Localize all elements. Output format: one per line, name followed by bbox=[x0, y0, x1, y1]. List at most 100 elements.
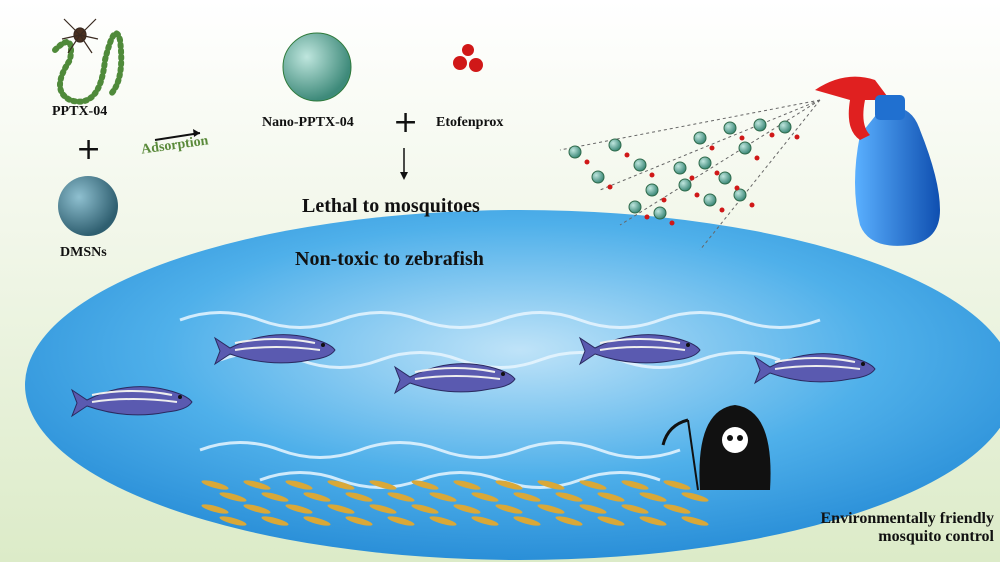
mosquito-larva-icon bbox=[243, 504, 271, 514]
grim-reaper-icon bbox=[661, 405, 771, 491]
nanoparticle-dot bbox=[693, 131, 707, 145]
mosquito-larva-icon bbox=[579, 480, 607, 490]
mosquito-larva-icon bbox=[663, 480, 691, 490]
mosquito-larva-icon bbox=[429, 516, 457, 526]
mosquito-larva-icon bbox=[537, 480, 565, 490]
mosquito-larva-icon bbox=[327, 504, 355, 514]
mosquito-larva-icon bbox=[513, 492, 541, 502]
zebrafish-icon bbox=[70, 386, 193, 418]
etofenprox-dot bbox=[689, 175, 695, 181]
dmsns-label: DMSNs bbox=[60, 245, 107, 260]
mosquito-larva-icon bbox=[243, 480, 271, 490]
etofenprox-molecule-icon bbox=[453, 44, 483, 72]
mosquito-larva-icon bbox=[201, 480, 229, 490]
etofenprox-dot bbox=[769, 132, 775, 138]
mosquito-larva-icon bbox=[345, 516, 373, 526]
mosquito-larva-icon bbox=[345, 492, 373, 502]
nanoparticle-dot bbox=[738, 141, 752, 155]
etofenprox-dot bbox=[694, 192, 700, 198]
mosquito-larva-icon bbox=[597, 516, 625, 526]
nanoparticle-dot bbox=[568, 145, 582, 159]
mosquito-larva-icon bbox=[201, 504, 229, 514]
nanoparticle-dot bbox=[591, 170, 605, 184]
mosquito-larva-icon bbox=[513, 516, 541, 526]
mosquito-larva-icon bbox=[555, 492, 583, 502]
zebrafish-icon bbox=[753, 353, 876, 385]
mosquito-larva-icon bbox=[681, 492, 709, 502]
etofenprox-dot bbox=[607, 184, 613, 190]
caption-line-2: mosquito control bbox=[878, 528, 994, 545]
etofenprox-dot bbox=[584, 159, 590, 165]
mosquito-larva-icon bbox=[639, 516, 667, 526]
mosquito-larva-icon bbox=[495, 504, 523, 514]
mosquito-larva-icon bbox=[597, 492, 625, 502]
mosquito-larva-icon bbox=[639, 492, 667, 502]
mosquito-larva-icon bbox=[369, 480, 397, 490]
nanoparticle-dot bbox=[673, 161, 687, 175]
mosquito-larva-icon bbox=[537, 504, 565, 514]
mosquito-larva-icon bbox=[261, 492, 289, 502]
nanoparticle-dot bbox=[678, 178, 692, 192]
nanoparticle-dot bbox=[628, 200, 642, 214]
etofenprox-dot bbox=[794, 134, 800, 140]
mosquito-larva-icon bbox=[303, 492, 331, 502]
mosquito-larva-icon bbox=[495, 480, 523, 490]
mosquito-larva-icon bbox=[621, 480, 649, 490]
zebrafish-icon bbox=[578, 334, 701, 366]
etofenprox-dot bbox=[749, 202, 755, 208]
nanoparticle-dot bbox=[733, 188, 747, 202]
nanoparticle-dot bbox=[698, 156, 712, 170]
nanoparticle-dot bbox=[718, 171, 732, 185]
nanoparticle-dot bbox=[723, 121, 737, 135]
etofenprox-dot bbox=[709, 145, 715, 151]
mosquito-larva-icon bbox=[387, 492, 415, 502]
etofenprox-dot bbox=[714, 170, 720, 176]
mosquito-larva-icon bbox=[555, 516, 583, 526]
mosquito-larva-icon bbox=[369, 504, 397, 514]
spray-bottle-icon bbox=[815, 76, 940, 246]
nanoparticle-dot bbox=[778, 120, 792, 134]
lethal-to-mosquitoes: Lethal to mosquitoes bbox=[302, 195, 480, 217]
etofenprox-dot bbox=[719, 207, 725, 213]
spider-icon bbox=[61, 18, 99, 54]
mosquito-larva-icon bbox=[303, 516, 331, 526]
mosquito-larva-icon bbox=[411, 504, 439, 514]
etofenprox-dot bbox=[734, 185, 740, 191]
etofenprox-dot bbox=[661, 197, 667, 203]
mosquito-larva-icon bbox=[621, 504, 649, 514]
etofenprox-dot bbox=[649, 172, 655, 178]
mosquito-larva-icon bbox=[219, 516, 247, 526]
mosquito-larva-icon bbox=[429, 492, 457, 502]
mosquito-larva-icon bbox=[471, 492, 499, 502]
etofenprox-label: Etofenprox bbox=[436, 115, 504, 130]
mosquito-larva-icon bbox=[261, 516, 289, 526]
nano-pptx-label: Nano-PPTX-04 bbox=[262, 115, 354, 130]
spray-particles bbox=[568, 118, 800, 226]
etofenprox-dot bbox=[624, 152, 630, 158]
dmsns-sphere-icon bbox=[58, 176, 118, 236]
mosquito-larva-icon bbox=[219, 492, 247, 502]
mosquito-larva-icon bbox=[327, 480, 355, 490]
etofenprox-dot bbox=[644, 214, 650, 220]
pptx-peptide-chain-icon bbox=[52, 30, 125, 105]
mosquito-larva-icon bbox=[285, 480, 313, 490]
non-toxic-to-zebrafish: Non-toxic to zebrafish bbox=[295, 248, 484, 270]
mosquito-larva-icon bbox=[453, 480, 481, 490]
mosquito-larva-icon bbox=[387, 516, 415, 526]
mosquito-larva-icon bbox=[579, 504, 607, 514]
adsorption-arrow bbox=[154, 132, 201, 141]
mosquito-larva-icon bbox=[663, 504, 691, 514]
plus-sign: + bbox=[76, 132, 102, 167]
spray-lines bbox=[559, 99, 821, 251]
mosquito-larva-icon bbox=[681, 516, 709, 526]
nanoparticle-dot bbox=[608, 138, 622, 152]
mosquito-larva-icon bbox=[411, 480, 439, 490]
etofenprox-dot bbox=[739, 135, 745, 141]
water-waves bbox=[179, 311, 821, 489]
etofenprox-dot bbox=[669, 220, 675, 226]
zebrafish-icon bbox=[213, 334, 336, 366]
nanoparticle-dot bbox=[653, 206, 667, 220]
mosquito-larva-icon bbox=[285, 504, 313, 514]
mosquito-larva-icon bbox=[453, 504, 481, 514]
